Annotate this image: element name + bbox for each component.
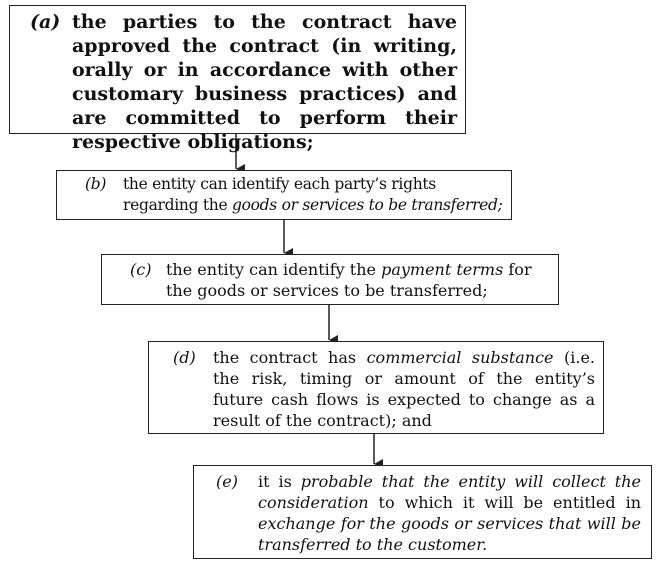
step-box-c: (c) the entity can identify the payment … [101,254,559,305]
step-text: the entity can identify the payment term… [166,259,550,301]
step-text-part-italic: probable that the entity will collect th… [258,472,642,512]
step-label: (b) [85,175,107,193]
step-text: it is probable that the entity will coll… [258,471,641,555]
step-text-part: the entity can identify each party’s rig… [123,175,436,214]
step-text: the contract has commercial substance (i… [213,347,595,431]
step-text: the entity can identify each party’s rig… [123,174,503,216]
step-text-part: the entity can identify the [166,260,382,279]
step-text-part: (i.e. the risk, timing or amount of the … [213,348,596,430]
step-text-part-italic: commercial substance [366,348,554,367]
step-label: (d) [173,348,196,367]
step-text-part-italic: payment terms [381,260,504,279]
step-box-d: (d) the contract has commercial substanc… [148,341,604,434]
step-text-part: it is [258,472,301,491]
step-label: (a) [30,11,61,33]
step-text-part: to which it will be entitled in [368,493,641,512]
step-text-part-italic: goods or services to be transferred; [231,196,503,214]
step-label: (c) [130,260,152,279]
step-text: the parties to the contract have approve… [72,10,457,154]
step-box-b: (b) the entity can identify each party’s… [56,170,512,220]
step-text-part: the parties to the contract have approve… [72,11,457,153]
step-label: (e) [216,472,238,491]
step-text-part: the contract has [213,348,367,367]
step-text-part: for the goods or services to be transfer… [166,260,532,300]
step-box-a: (a) the parties to the contract have app… [9,5,466,153]
step-box-e: (e) it is probable that the entity will … [193,465,652,559]
step-text-part-italic: exchange for the goods or services that … [258,514,641,554]
